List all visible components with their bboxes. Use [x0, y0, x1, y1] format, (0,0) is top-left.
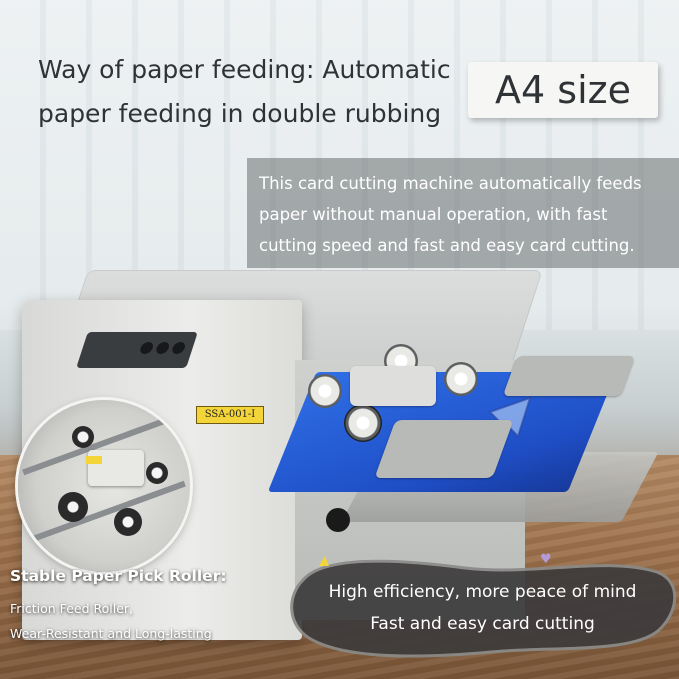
- description-text: This card cutting machine automatically …: [259, 168, 674, 261]
- roller-callout-title: Stable Paper Pick Roller:: [10, 567, 227, 585]
- detail-roller: [114, 508, 142, 536]
- roller-callout-line: Friction Feed Roller,: [10, 601, 133, 616]
- detail-roller: [58, 492, 88, 522]
- roller-callout-line: Wear-Resistant and Long-lasting: [10, 626, 212, 641]
- headline-line: Way of paper feeding: Automatic: [38, 55, 451, 84]
- control-button: [138, 342, 155, 354]
- control-panel: [76, 332, 198, 368]
- model-label-plate: SSA-001-I: [196, 406, 264, 424]
- feed-roller: [344, 404, 382, 442]
- benefit-line: Fast and easy card cutting: [370, 614, 595, 634]
- benefit-line: High efficiency, more peace of mind: [328, 582, 637, 602]
- benefit-blob-shape: [290, 556, 677, 658]
- detail-roller: [146, 462, 168, 484]
- feed-roller: [308, 374, 342, 408]
- description-line: paper without manual operation, with fas…: [259, 205, 608, 224]
- description-line: cutting speed and fast and easy card cut…: [259, 236, 635, 255]
- control-button: [170, 342, 187, 354]
- headline-line: paper feeding in double rubbing: [38, 99, 442, 128]
- detail-rail: [22, 480, 186, 546]
- control-button: [154, 342, 171, 354]
- roller-housing: [350, 366, 436, 406]
- detail-warning-sticker: [86, 456, 102, 464]
- roller-detail-zoom: [18, 400, 190, 572]
- detail-roller: [72, 426, 94, 448]
- description-line: This card cutting machine automatically …: [259, 174, 642, 193]
- headline: Way of paper feeding: Automatic paper fe…: [38, 48, 458, 136]
- paper-guide-rear: [502, 356, 636, 396]
- size-badge: A4 size: [468, 62, 658, 118]
- description-box: This card cutting machine automatically …: [247, 158, 679, 268]
- feed-roller: [444, 362, 478, 396]
- heart-icon: ♥: [540, 552, 552, 567]
- adjustment-knob-icon: [326, 508, 350, 532]
- paper-guide-front: [374, 420, 514, 478]
